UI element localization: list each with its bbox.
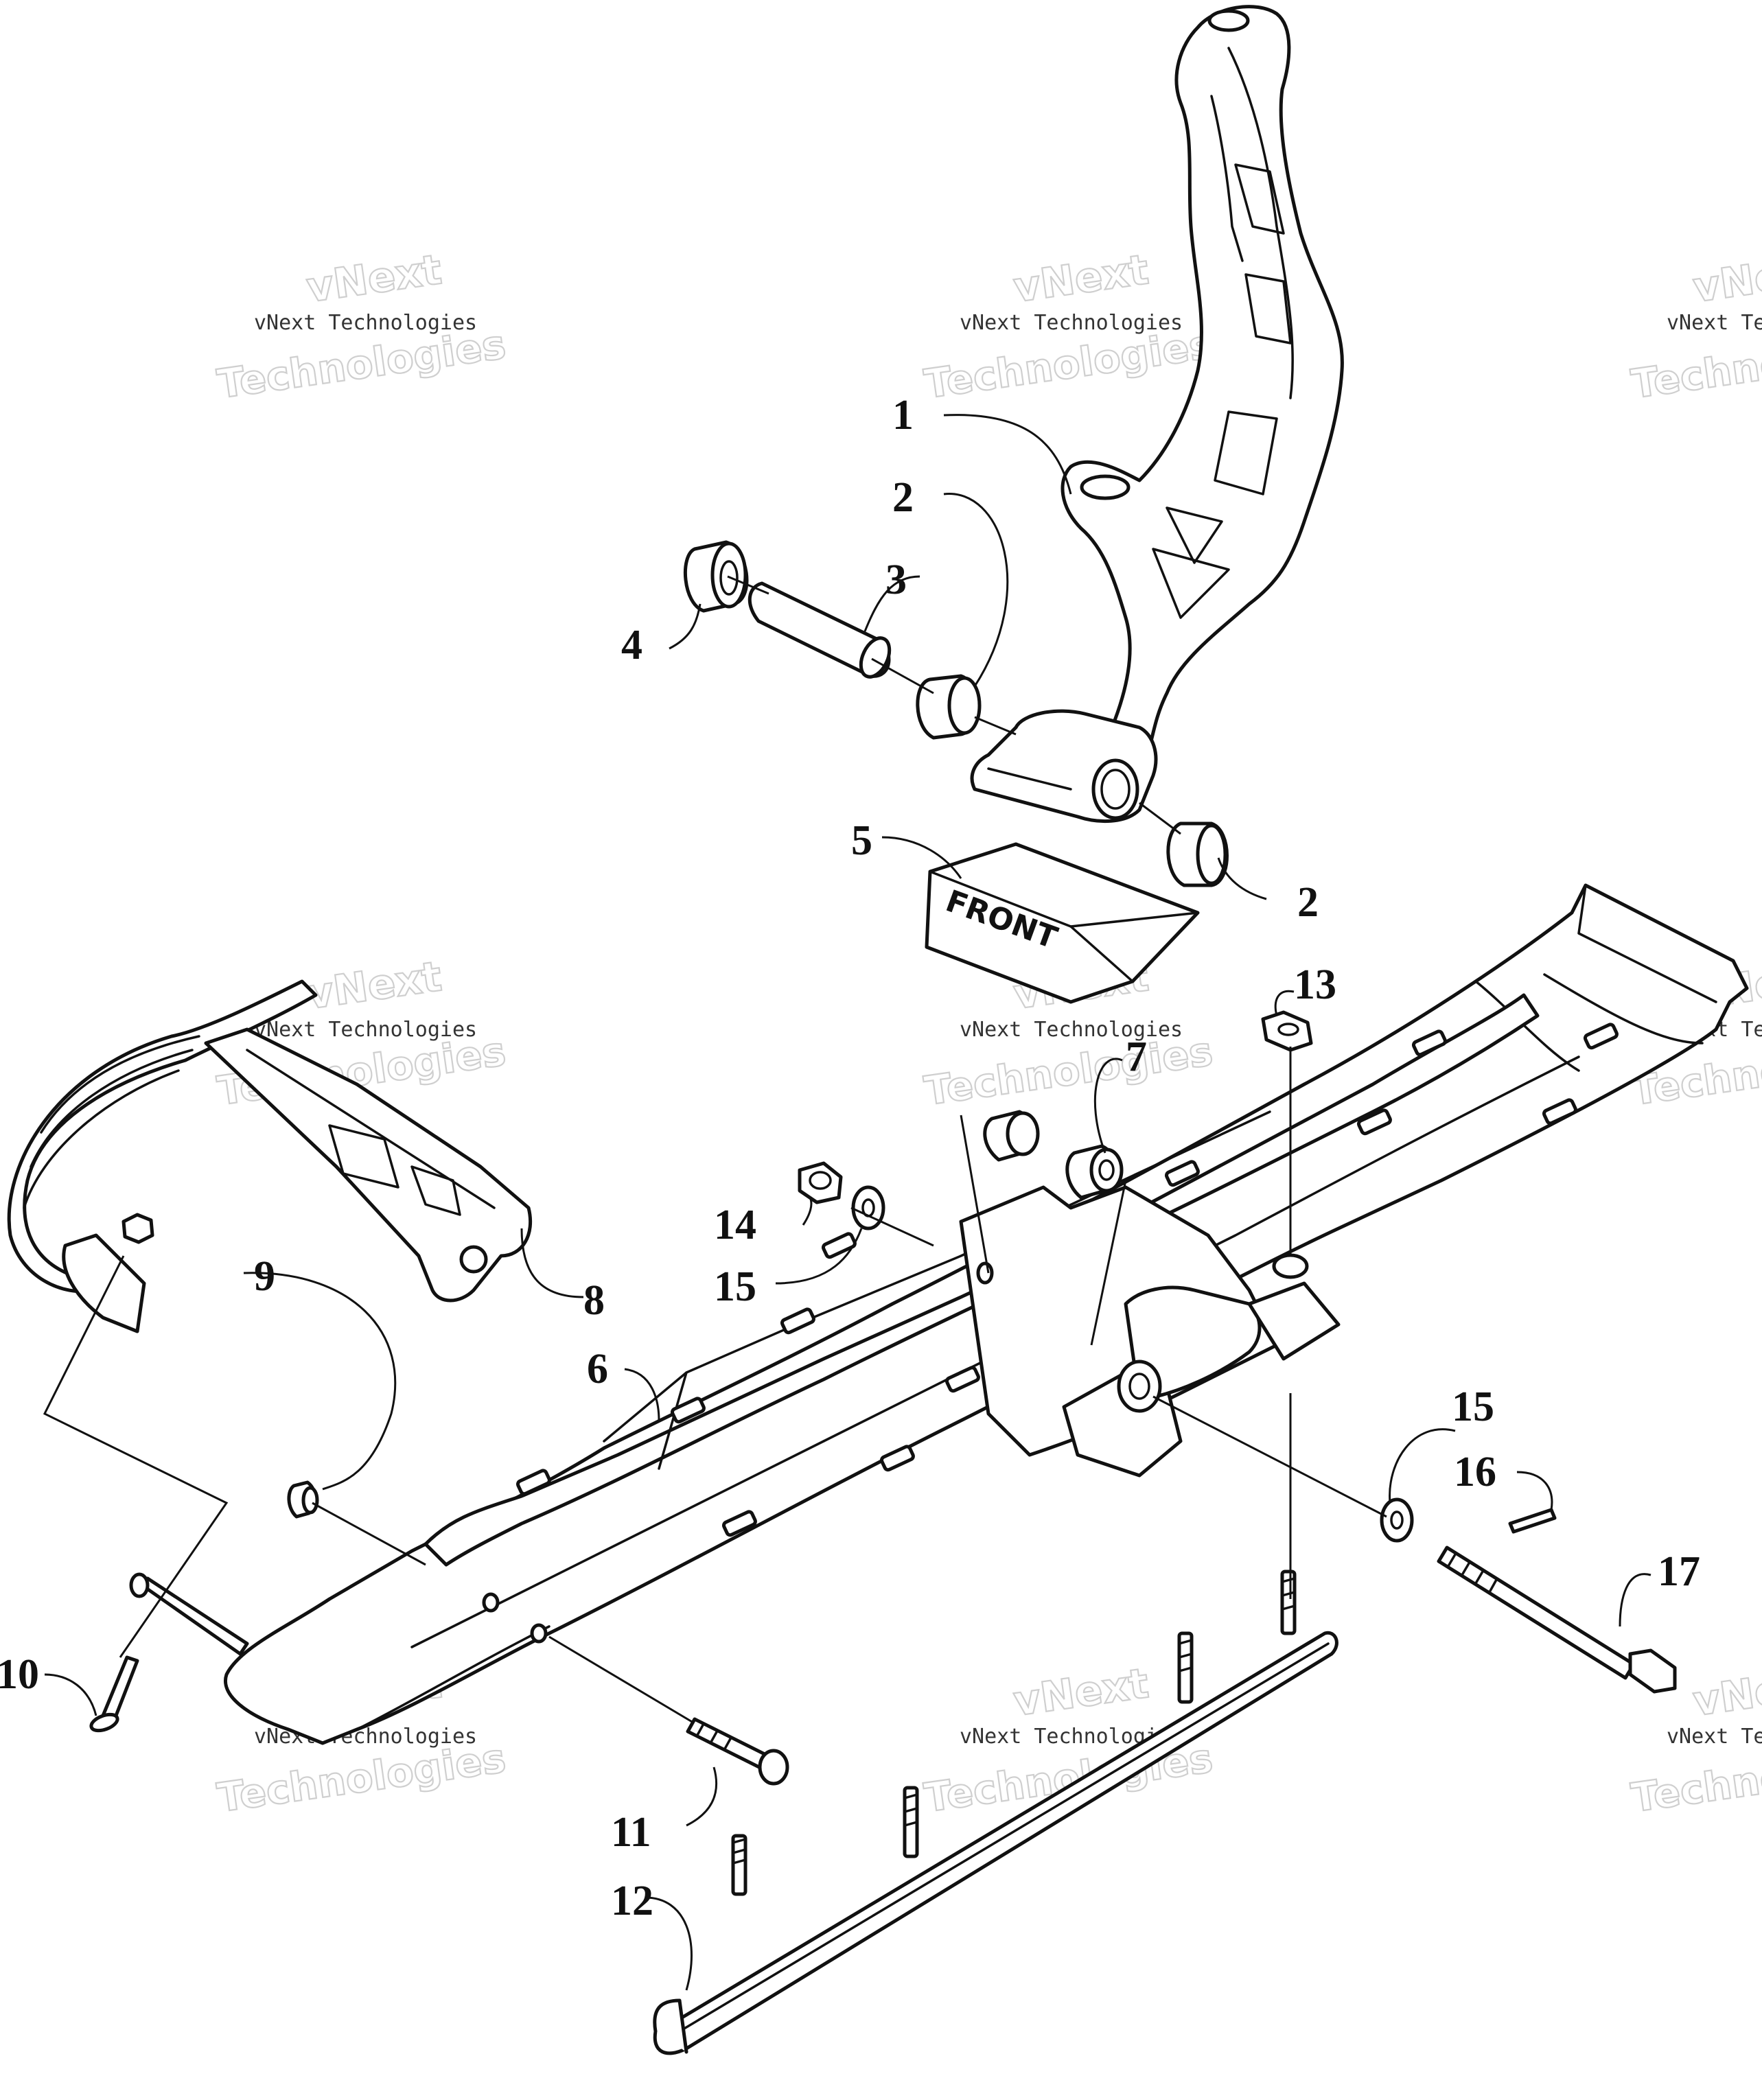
- watermark-line1: vNext: [1690, 246, 1762, 312]
- callout-4: 4: [621, 622, 642, 668]
- washer-part-15-upper: [851, 1185, 885, 1230]
- watermark-line1: vNext: [1010, 1659, 1151, 1726]
- callout-leaders: [44, 414, 1651, 1991]
- callout-9: 9: [254, 1253, 275, 1300]
- bushing-part-2-lower: [1166, 821, 1229, 887]
- watermark-company: vNext Technologies: [254, 311, 477, 335]
- washer-part-15-lower: [1380, 1497, 1414, 1543]
- callout-2-lower: 2: [1297, 879, 1319, 926]
- nut-part-14: [798, 1161, 843, 1204]
- callout-labels: 1 2 2 3 4 5 6 7 8 9 10 11 12 13 14 15 15…: [0, 392, 1700, 1924]
- front-block-part-5: FRONT: [925, 842, 1200, 1004]
- callout-11: 11: [611, 1809, 651, 1856]
- watermark-line1: vNext: [303, 953, 444, 1019]
- callout-7: 7: [1126, 1034, 1147, 1080]
- watermark-company: vNext Technologies: [1667, 311, 1762, 335]
- bushing-part-4: [683, 540, 749, 613]
- watermark: vNext vNext Technologies Technologies: [213, 245, 509, 408]
- callout-5: 5: [851, 817, 872, 864]
- cotter-pin-part-16: [1508, 1508, 1557, 1534]
- watermark-line1: vNext: [1010, 246, 1151, 312]
- wear-bar-part-12: [653, 1570, 1338, 2055]
- sleeve-part-3: [747, 581, 892, 679]
- watermark-company: vNext Technologies: [1667, 1725, 1762, 1749]
- watermark-company: vNext Technologies: [960, 311, 1183, 335]
- watermark-company: vNext Technologies: [254, 1018, 477, 1042]
- watermark-line1: vNext: [1690, 1659, 1762, 1726]
- callout-16: 16: [1454, 1449, 1496, 1495]
- watermark: vNext vNext Technologies Technologies: [920, 245, 1216, 408]
- bushing-part-2-upper: [916, 674, 982, 740]
- nut-part-9: [121, 1213, 319, 1519]
- callout-17: 17: [1658, 1548, 1700, 1595]
- watermark-company: vNext Technologies: [960, 1018, 1183, 1042]
- ski-loop-part-8: [7, 979, 533, 1333]
- nut-part-13: [1261, 1010, 1313, 1052]
- spindle-part-1: [970, 5, 1344, 824]
- ski-body-part-6: [224, 883, 1749, 1745]
- callout-3: 3: [885, 557, 907, 603]
- callout-15-upper: 15: [714, 1263, 756, 1310]
- callout-10: 10: [0, 1651, 39, 1698]
- bushing-part-7-right: [1065, 1144, 1124, 1200]
- bolt-part-11: [686, 1717, 789, 1786]
- assembly-lines: [43, 575, 1387, 1724]
- watermark-line1: vNext: [303, 246, 444, 312]
- callout-6: 6: [587, 1346, 608, 1392]
- callout-8: 8: [583, 1277, 605, 1324]
- watermark: vNext vNext Technologies Technologies: [1627, 245, 1762, 408]
- callout-14: 14: [714, 1202, 756, 1248]
- callout-2-upper: 2: [892, 474, 914, 521]
- bushing-part-7-left: [983, 1110, 1040, 1162]
- bolt-part-10: [89, 1572, 249, 1733]
- callout-15-lower: 15: [1452, 1384, 1494, 1430]
- callout-13: 13: [1294, 961, 1336, 1008]
- bolt-part-17: [1437, 1545, 1677, 1694]
- callout-12: 12: [611, 1878, 653, 1924]
- callout-1: 1: [892, 392, 914, 439]
